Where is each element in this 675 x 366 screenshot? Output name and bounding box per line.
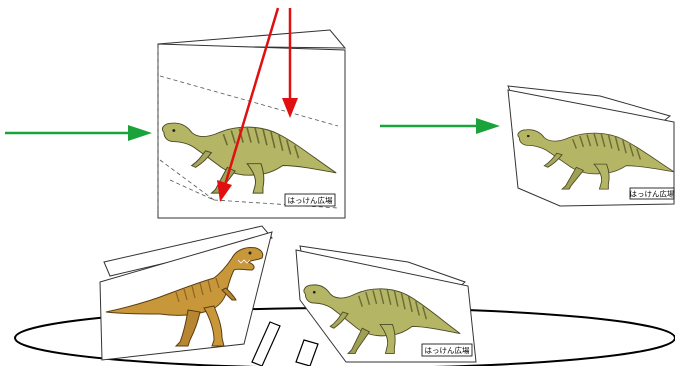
card-label: はっけん広場 <box>425 345 470 355</box>
card-front-view: はっけん広場 <box>157 29 347 219</box>
card-label: はっけん広場 <box>288 195 333 205</box>
green-arrow-icon <box>380 118 500 134</box>
red-arrow-icon <box>217 7 298 202</box>
card-label-box: はっけん広場 <box>421 343 473 357</box>
card-perspective-view: はっけん広場 <box>507 85 675 207</box>
green-arrow-icon <box>5 125 152 141</box>
card-label-box: はっけん広場 <box>630 187 675 200</box>
card-label: はっけん広場 <box>630 189 675 199</box>
card-label-box: はっけん広場 <box>284 193 336 207</box>
card-stand <box>251 321 319 366</box>
card-trex-standing <box>99 225 273 361</box>
card-iguanodon-standing: はっけん広場 <box>295 245 477 363</box>
